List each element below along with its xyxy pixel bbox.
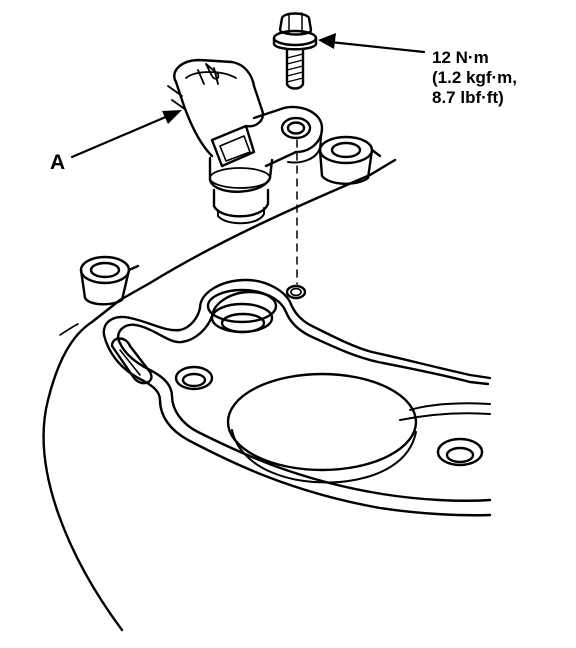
callout-arrow-torque xyxy=(318,33,426,54)
mounting-flange xyxy=(102,278,492,517)
slot-left xyxy=(110,337,153,385)
housing-body xyxy=(42,158,397,632)
left-boss xyxy=(79,255,140,306)
torque-kgf-meters: (1.2 kgf·m, xyxy=(432,68,518,87)
sensor-bore xyxy=(206,288,278,334)
part-label-a: A xyxy=(50,151,66,174)
flange-hole-right xyxy=(436,437,484,467)
main-bore xyxy=(226,372,418,484)
torque-specification: 12 N·m (1.2 kgf·m, 8.7 lbf·ft) xyxy=(432,48,517,108)
torque-newton-meters: 12 N·m xyxy=(432,48,489,67)
callout-arrow-a xyxy=(70,110,182,159)
torque-lbf-feet: 8.7 lbf·ft) xyxy=(432,88,504,107)
flange-hole-left xyxy=(174,365,214,391)
mounting-bolt xyxy=(272,12,318,90)
sensor xyxy=(167,58,324,225)
right-boss xyxy=(318,135,382,185)
bolt-hole xyxy=(285,284,307,300)
